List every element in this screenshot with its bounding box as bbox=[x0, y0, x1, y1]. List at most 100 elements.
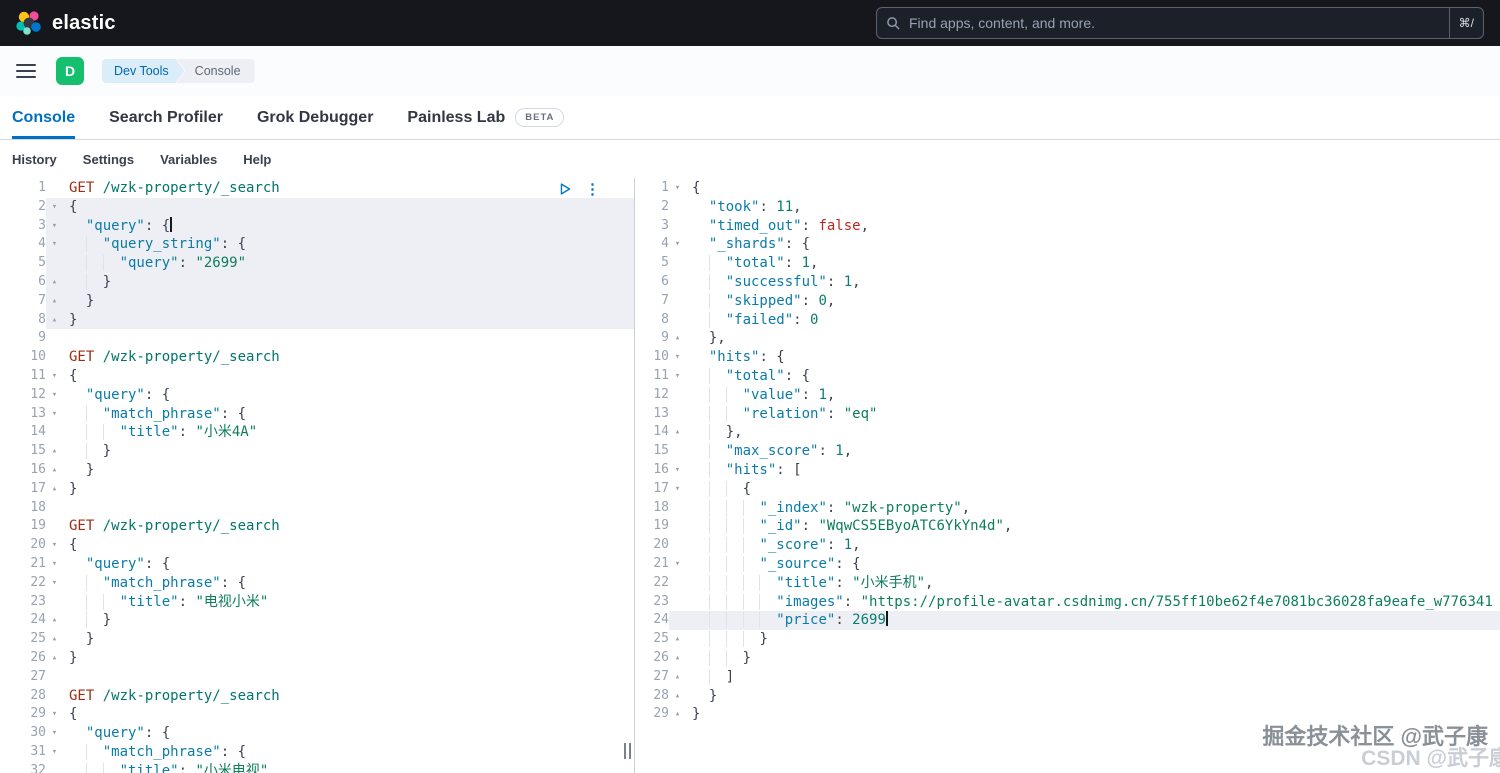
fold-toggle-icon[interactable]: ▾ bbox=[674, 464, 681, 475]
fold-toggle-icon[interactable]: ▴ bbox=[674, 671, 681, 682]
code-line[interactable]: 13 "relation": "eq" bbox=[635, 405, 1500, 424]
code-line[interactable]: 3 "timed_out": false, bbox=[635, 217, 1500, 236]
code-line[interactable]: 10▾ "hits": { bbox=[635, 348, 1500, 367]
fold-toggle-icon[interactable]: ▴ bbox=[51, 634, 58, 645]
code-line[interactable]: 24 "price": 2699 bbox=[635, 611, 1500, 631]
fold-toggle-icon[interactable]: ▾ bbox=[46, 216, 63, 236]
code-line[interactable]: 6 "successful": 1, bbox=[635, 273, 1500, 292]
space-avatar[interactable]: D bbox=[56, 57, 84, 85]
fold-toggle-icon[interactable]: ▴ bbox=[51, 615, 58, 626]
code-line[interactable]: 21▾ "_source": { bbox=[635, 555, 1500, 574]
menu-item-history[interactable]: History bbox=[12, 151, 57, 167]
fold-toggle-icon[interactable]: ▾ bbox=[51, 558, 58, 569]
code-line[interactable]: 15▴ } bbox=[0, 442, 634, 461]
elastic-brand[interactable]: elastic bbox=[16, 10, 116, 36]
code-line[interactable]: 15 "max_score": 1, bbox=[635, 442, 1500, 461]
code-line[interactable]: 26▴} bbox=[0, 649, 634, 668]
code-line[interactable]: 29▴} bbox=[635, 705, 1500, 724]
fold-toggle-icon[interactable]: ▾ bbox=[674, 239, 681, 250]
tab-console[interactable]: Console bbox=[12, 96, 75, 139]
code-line[interactable]: 29▾{ bbox=[0, 705, 634, 724]
code-line[interactable]: 16▾ "hits": [ bbox=[635, 461, 1500, 480]
fold-toggle-icon[interactable]: ▴ bbox=[51, 483, 58, 494]
code-line[interactable]: 7 "skipped": 0, bbox=[635, 292, 1500, 311]
code-line[interactable]: 32 "title": "小米电视" bbox=[0, 762, 634, 773]
search-input[interactable] bbox=[877, 8, 1449, 38]
tab-search-profiler[interactable]: Search Profiler bbox=[109, 96, 223, 139]
code-line[interactable]: 8▴} bbox=[0, 310, 634, 330]
fold-toggle-icon[interactable]: ▾ bbox=[674, 483, 681, 494]
code-line[interactable]: 30▾ "query": { bbox=[0, 724, 634, 743]
code-line[interactable]: 13▾ "match_phrase": { bbox=[0, 405, 634, 424]
code-line[interactable]: 27 bbox=[0, 668, 634, 687]
code-line[interactable]: 14▴ }, bbox=[635, 423, 1500, 442]
fold-toggle-icon[interactable]: ▾ bbox=[51, 709, 58, 720]
code-line[interactable]: 25▴ } bbox=[635, 630, 1500, 649]
fold-toggle-icon[interactable]: ▴ bbox=[51, 652, 58, 663]
code-line[interactable]: 25▴ } bbox=[0, 630, 634, 649]
code-line[interactable]: 11▾ "total": { bbox=[635, 367, 1500, 386]
fold-toggle-icon[interactable]: ▾ bbox=[51, 577, 58, 588]
fold-toggle-icon[interactable]: ▾ bbox=[51, 370, 58, 381]
code-line[interactable]: 22 "title": "小米手机", bbox=[635, 574, 1500, 593]
code-line[interactable]: 20▾{ bbox=[0, 536, 634, 555]
code-line[interactable]: 9▴ }, bbox=[635, 329, 1500, 348]
fold-toggle-icon[interactable]: ▴ bbox=[51, 446, 58, 457]
code-line[interactable]: 8 "failed": 0 bbox=[635, 311, 1500, 330]
fold-toggle-icon[interactable]: ▾ bbox=[674, 183, 681, 193]
menu-icon[interactable] bbox=[16, 64, 36, 78]
send-request-icon[interactable] bbox=[559, 182, 572, 196]
code-line[interactable]: 5 "query": "2699" bbox=[0, 254, 634, 273]
code-line[interactable]: 2 "took": 11, bbox=[635, 198, 1500, 217]
fold-toggle-icon[interactable]: ▾ bbox=[51, 728, 58, 739]
code-line[interactable]: 21▾ "query": { bbox=[0, 555, 634, 574]
code-line[interactable]: 27▴ ] bbox=[635, 668, 1500, 687]
fold-toggle-icon[interactable]: ▴ bbox=[51, 464, 58, 475]
code-line[interactable]: 3▾ "query": { bbox=[0, 216, 634, 236]
code-line[interactable]: 28▴ } bbox=[635, 687, 1500, 706]
code-line[interactable]: 23 "images": "https://profile-avatar.csd… bbox=[635, 593, 1500, 612]
fold-toggle-icon[interactable]: ▾ bbox=[674, 352, 681, 363]
code-line[interactable]: 22▾ "match_phrase": { bbox=[0, 574, 634, 593]
breadcrumb-dev-tools[interactable]: Dev Tools bbox=[102, 59, 185, 83]
code-line[interactable]: 17▾ { bbox=[635, 480, 1500, 499]
code-line[interactable]: 23 "title": "电视小米" bbox=[0, 593, 634, 612]
menu-item-help[interactable]: Help bbox=[243, 151, 272, 167]
fold-toggle-icon[interactable]: ▴ bbox=[674, 634, 681, 645]
code-line[interactable]: 31▾ "match_phrase": { bbox=[0, 743, 634, 762]
tab-grok-debugger[interactable]: Grok Debugger bbox=[257, 96, 373, 139]
fold-toggle-icon[interactable]: ▴ bbox=[46, 272, 63, 292]
fold-toggle-icon[interactable]: ▴ bbox=[46, 310, 63, 330]
fold-toggle-icon[interactable]: ▾ bbox=[51, 746, 58, 757]
pane-resize-handle[interactable] bbox=[624, 743, 631, 759]
code-line[interactable]: 11▾{ bbox=[0, 367, 634, 386]
menu-item-variables[interactable]: Variables bbox=[160, 151, 218, 167]
code-line[interactable]: 18 "_index": "wzk-property", bbox=[635, 499, 1500, 518]
fold-toggle-icon[interactable]: ▾ bbox=[51, 408, 58, 419]
code-line[interactable]: 24▴ } bbox=[0, 611, 634, 630]
response-viewer[interactable]: 1▾{2 "took": 11,3 "timed_out": false,4▾ … bbox=[635, 178, 1500, 773]
code-line[interactable]: 6▴ } bbox=[0, 272, 634, 292]
code-line[interactable]: 16▴ } bbox=[0, 461, 634, 480]
code-line[interactable]: 5 "total": 1, bbox=[635, 254, 1500, 273]
code-line[interactable]: 12 "value": 1, bbox=[635, 386, 1500, 405]
code-line[interactable]: 19 "_id": "WqwCS5EByoATC6YkYn4d", bbox=[635, 517, 1500, 536]
fold-toggle-icon[interactable]: ▴ bbox=[674, 427, 681, 438]
code-line[interactable]: 18 bbox=[0, 499, 634, 518]
code-line[interactable]: 2▾{ bbox=[0, 197, 634, 217]
fold-toggle-icon[interactable]: ▴ bbox=[674, 690, 681, 701]
code-line[interactable]: 20 "_score": 1, bbox=[635, 536, 1500, 555]
fold-toggle-icon[interactable]: ▴ bbox=[674, 333, 681, 344]
code-line[interactable]: 14 "title": "小米4A" bbox=[0, 423, 634, 442]
fold-toggle-icon[interactable]: ▾ bbox=[674, 558, 681, 569]
code-line[interactable]: 4▾ "_shards": { bbox=[635, 235, 1500, 254]
fold-toggle-icon[interactable]: ▾ bbox=[51, 389, 58, 400]
code-line[interactable]: 1▾{ bbox=[635, 179, 1500, 198]
fold-toggle-icon[interactable]: ▾ bbox=[674, 370, 681, 381]
code-line[interactable]: 9 bbox=[0, 329, 634, 348]
menu-item-settings[interactable]: Settings bbox=[82, 151, 135, 167]
